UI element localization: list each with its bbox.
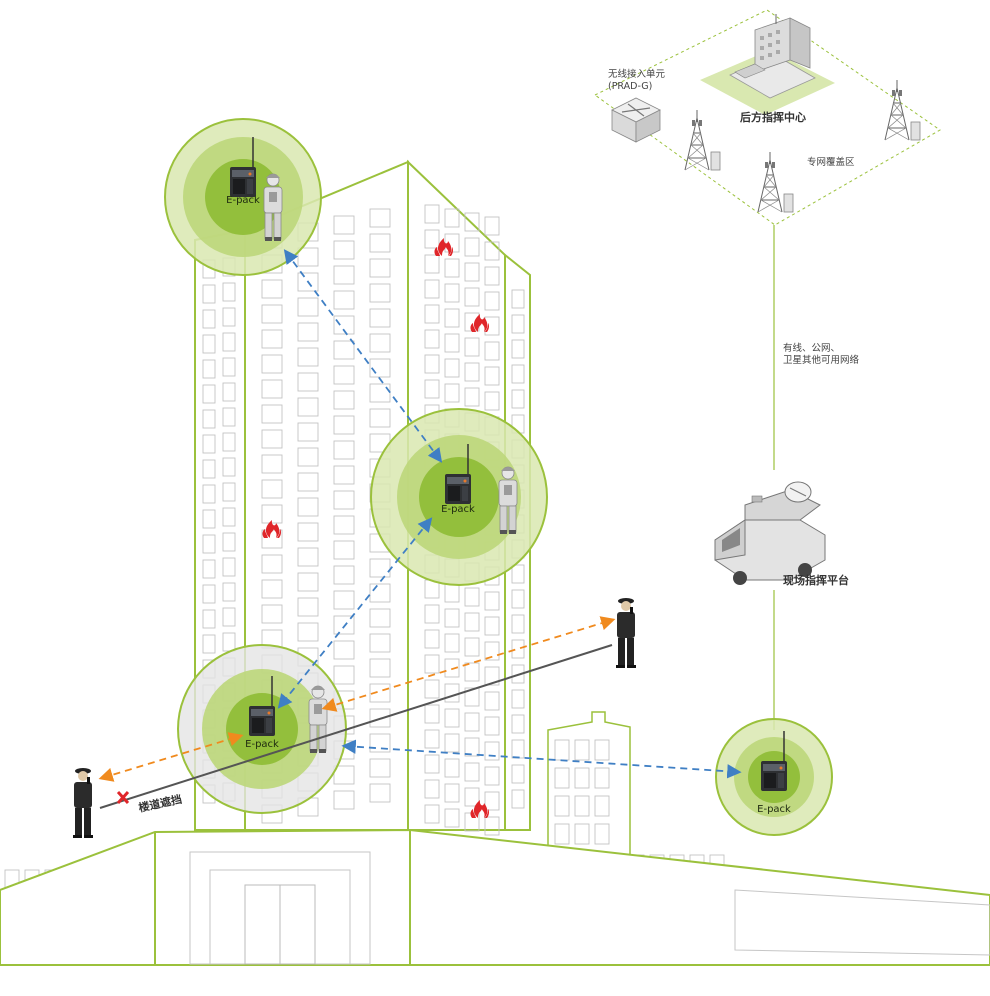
link-arrow	[277, 517, 433, 709]
wireless-unit-switch-icon	[611, 97, 661, 143]
police-officer-icon	[616, 598, 636, 668]
epack-label: E-pack	[441, 504, 475, 515]
police-officer-icon	[73, 768, 93, 838]
epack-label: E-pack	[757, 804, 791, 815]
networks-label-line1: 有线、公网、	[783, 343, 841, 354]
tower-icon	[684, 109, 721, 171]
private-network-area	[594, 9, 941, 226]
private-network-label: 专网覆盖区	[807, 157, 855, 168]
wireless-unit-label: 无线接入单元 (PRAD-G)	[608, 69, 665, 93]
building-podium	[0, 828, 990, 966]
command-center-label: 后方指挥中心	[740, 111, 806, 124]
wireless-unit-label-line2: (PRAD-G)	[608, 81, 653, 92]
command-center-building-icon	[700, 14, 835, 115]
blocked-x-icon	[116, 790, 130, 805]
orange-link-arrow	[98, 732, 244, 782]
tower-icon	[757, 151, 794, 213]
orange-link-arrow	[321, 616, 616, 712]
epack-label: E-pack	[245, 739, 279, 750]
epack-label: E-pack	[226, 195, 260, 206]
networks-label-line2: 卫星其他可用网络	[783, 355, 860, 366]
networks-label: 有线、公网、 卫星其他可用网络	[783, 343, 859, 367]
link-arrow	[341, 739, 742, 779]
field-command-van-icon	[714, 481, 826, 585]
tower-icon	[884, 79, 921, 141]
field-platform-label: 现场指挥平台	[783, 574, 849, 587]
wireless-unit-label-line1: 无线接入单元	[608, 69, 666, 80]
